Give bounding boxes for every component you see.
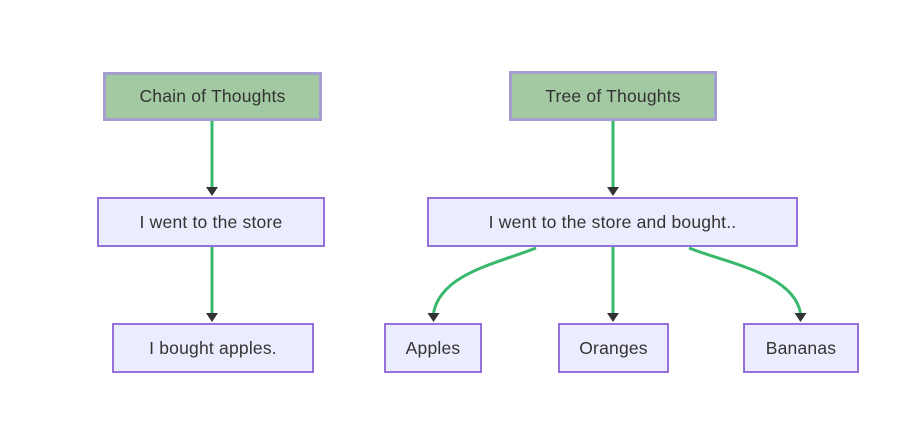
arrowhead-chain-step2: [206, 313, 218, 322]
node-chain-step1-label: I went to the store: [139, 211, 283, 232]
edge-tree-root-leaf3: [688, 246, 802, 314]
arrowhead-tree-root: [607, 187, 619, 196]
node-chain-step2-label: I bought apples.: [149, 337, 277, 358]
node-tree-leaf-apples: Apples: [384, 323, 482, 373]
node-chain-step2: I bought apples.: [112, 323, 314, 373]
node-chain-title-label: Chain of Thoughts: [139, 86, 286, 106]
node-tree-leaf-apples-label: Apples: [405, 337, 461, 358]
node-tree-root: I went to the store and bought..: [427, 197, 798, 247]
arrowhead-tree-leaf2: [607, 313, 619, 322]
node-tree-root-label: I went to the store and bought..: [488, 211, 737, 232]
node-tree-title-label: Tree of Thoughts: [545, 85, 681, 106]
node-tree-leaf-oranges: Oranges: [558, 323, 669, 373]
arrowhead-tree-leaf1: [427, 313, 440, 322]
node-tree-leaf-bananas-label: Bananas: [765, 337, 837, 358]
node-tree-leaf-bananas: Bananas: [743, 323, 859, 373]
node-chain-title: Chain of Thoughts: [103, 72, 322, 121]
arrowhead-tree-leaf3: [794, 313, 807, 322]
node-tree-leaf-oranges-label: Oranges: [579, 337, 648, 358]
node-tree-title: Tree of Thoughts: [509, 71, 717, 121]
edge-tree-root-leaf1: [432, 246, 537, 314]
node-chain-step1: I went to the store: [97, 197, 325, 247]
arrowhead-chain-step1: [206, 187, 218, 196]
